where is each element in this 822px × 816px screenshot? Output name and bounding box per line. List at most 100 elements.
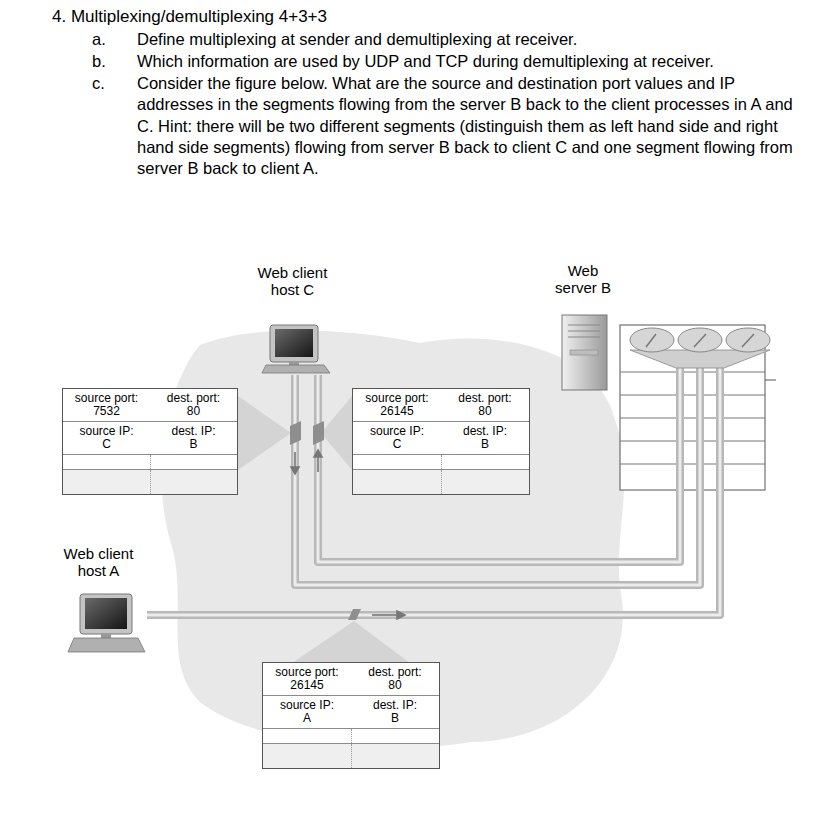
socket: [630, 328, 674, 352]
callout-wedge: [321, 396, 352, 470]
field-value: B: [353, 712, 437, 725]
payload-cell: [442, 470, 530, 494]
field-name: source IP:: [265, 699, 349, 712]
keyboard-base: [68, 638, 145, 652]
monitor-screen: [85, 598, 127, 629]
payload-cell: [352, 729, 440, 743]
arrow-shaft: [317, 456, 319, 472]
field-value: 80: [152, 405, 235, 418]
pipe: [676, 366, 684, 492]
demux-funnel: [630, 350, 770, 368]
payload-row: [263, 729, 439, 744]
pipe-core: [147, 492, 720, 615]
payload-cell: [63, 470, 151, 494]
monitor-bezel: [270, 325, 318, 362]
field-name: source port:: [65, 392, 148, 405]
payload-cell: [353, 455, 442, 469]
pipe-core: [699, 366, 702, 492]
header-field: source port:7532: [63, 389, 150, 422]
header-field: source IP:A: [263, 696, 351, 729]
monitor-stand: [101, 634, 111, 638]
monitor-stand: [289, 362, 299, 365]
packet: [348, 609, 361, 620]
payload-cell: [353, 470, 442, 494]
item-letter: c.: [92, 73, 132, 94]
payload-cell: [63, 455, 151, 469]
header-field: dest. port:80: [441, 389, 529, 422]
tower-body: [562, 315, 607, 390]
field-name: dest. IP:: [152, 425, 235, 438]
question-heading: 4. Multiplexing/demultiplexing 4+3+3: [52, 6, 327, 27]
field-name: source IP:: [355, 425, 439, 438]
field-value: B: [443, 438, 527, 451]
segment-fields: source port:26145dest. port:80source IP:…: [353, 389, 529, 455]
field-name: dest. port:: [353, 666, 437, 679]
rack-pipes: [680, 366, 720, 492]
item-letter: b.: [92, 51, 132, 72]
pipe-connection: [295, 375, 700, 585]
pipe-core: [719, 366, 722, 492]
payload-cell: [442, 455, 530, 469]
field-name: dest. IP:: [353, 699, 437, 712]
tower-slot: [568, 331, 600, 332]
keyboard-base: [262, 365, 330, 373]
item-letter: a.: [92, 29, 132, 50]
payload-row: [353, 455, 529, 470]
header-field: source IP:C: [63, 422, 150, 455]
pipe-connection: [147, 492, 720, 615]
monitor-bezel: [80, 594, 132, 634]
monitor-screen: [275, 329, 313, 357]
socket-arrow: [646, 334, 656, 347]
field-value: 80: [353, 679, 437, 692]
client-host: Web client host A: [50, 545, 147, 667]
socket: [726, 328, 770, 352]
pipe-core: [679, 366, 682, 492]
socket: [678, 328, 722, 352]
field-value: 26145: [265, 679, 349, 692]
rack-row: [620, 418, 765, 419]
segment-header: source port:26145dest. port:80source IP:…: [352, 388, 530, 495]
arrow-shaft: [294, 452, 296, 468]
field-name: dest. IP:: [443, 425, 527, 438]
pipe-core: [318, 375, 680, 562]
segment-header: source port:7532dest. port:80source IP:C…: [62, 388, 238, 495]
segment-fields: source port:26145dest. port:80source IP:…: [263, 663, 439, 729]
payload-row: [353, 470, 529, 494]
field-value: 80: [443, 405, 527, 418]
header-field: dest. port:80: [351, 663, 439, 696]
server-host: Web server B: [540, 262, 768, 492]
rack-row: [620, 464, 765, 465]
field-value: B: [152, 438, 235, 451]
host-label: Web client host A: [58, 545, 140, 579]
arrow-head: [291, 467, 299, 474]
field-name: source port:: [355, 392, 439, 405]
field-value: C: [355, 438, 439, 451]
callout-wedge: [292, 621, 410, 663]
arrow-shaft: [372, 614, 398, 616]
packet: [290, 421, 301, 445]
pipe-core: [295, 375, 700, 585]
header-field: dest. port:80: [150, 389, 237, 422]
field-name: dest. port:: [443, 392, 527, 405]
header-field: dest. IP:B: [441, 422, 529, 455]
rack-row: [620, 395, 765, 396]
pipe-connection: [318, 375, 680, 562]
field-value: A: [265, 712, 349, 725]
socket-ellipse: [630, 328, 674, 352]
segment-header: source port:26145dest. port:80source IP:…: [262, 662, 440, 769]
tower-slot: [568, 337, 600, 338]
question-text: Which information are used by UDP and TC…: [137, 51, 802, 72]
callout-wedge: [238, 396, 291, 470]
pipe: [318, 375, 680, 562]
tower-bay: [570, 350, 598, 355]
field-name: source port:: [265, 666, 349, 679]
header-field: source port:26145: [263, 663, 351, 696]
server-tower: [562, 315, 607, 390]
rack-row: [620, 441, 765, 442]
payload-cell: [263, 744, 352, 768]
question-text: Define multiplexing at sender and demult…: [137, 29, 802, 50]
client-host: Web client host C: [245, 264, 340, 375]
payload-cell: [263, 729, 352, 743]
socket-arrow: [694, 334, 706, 347]
